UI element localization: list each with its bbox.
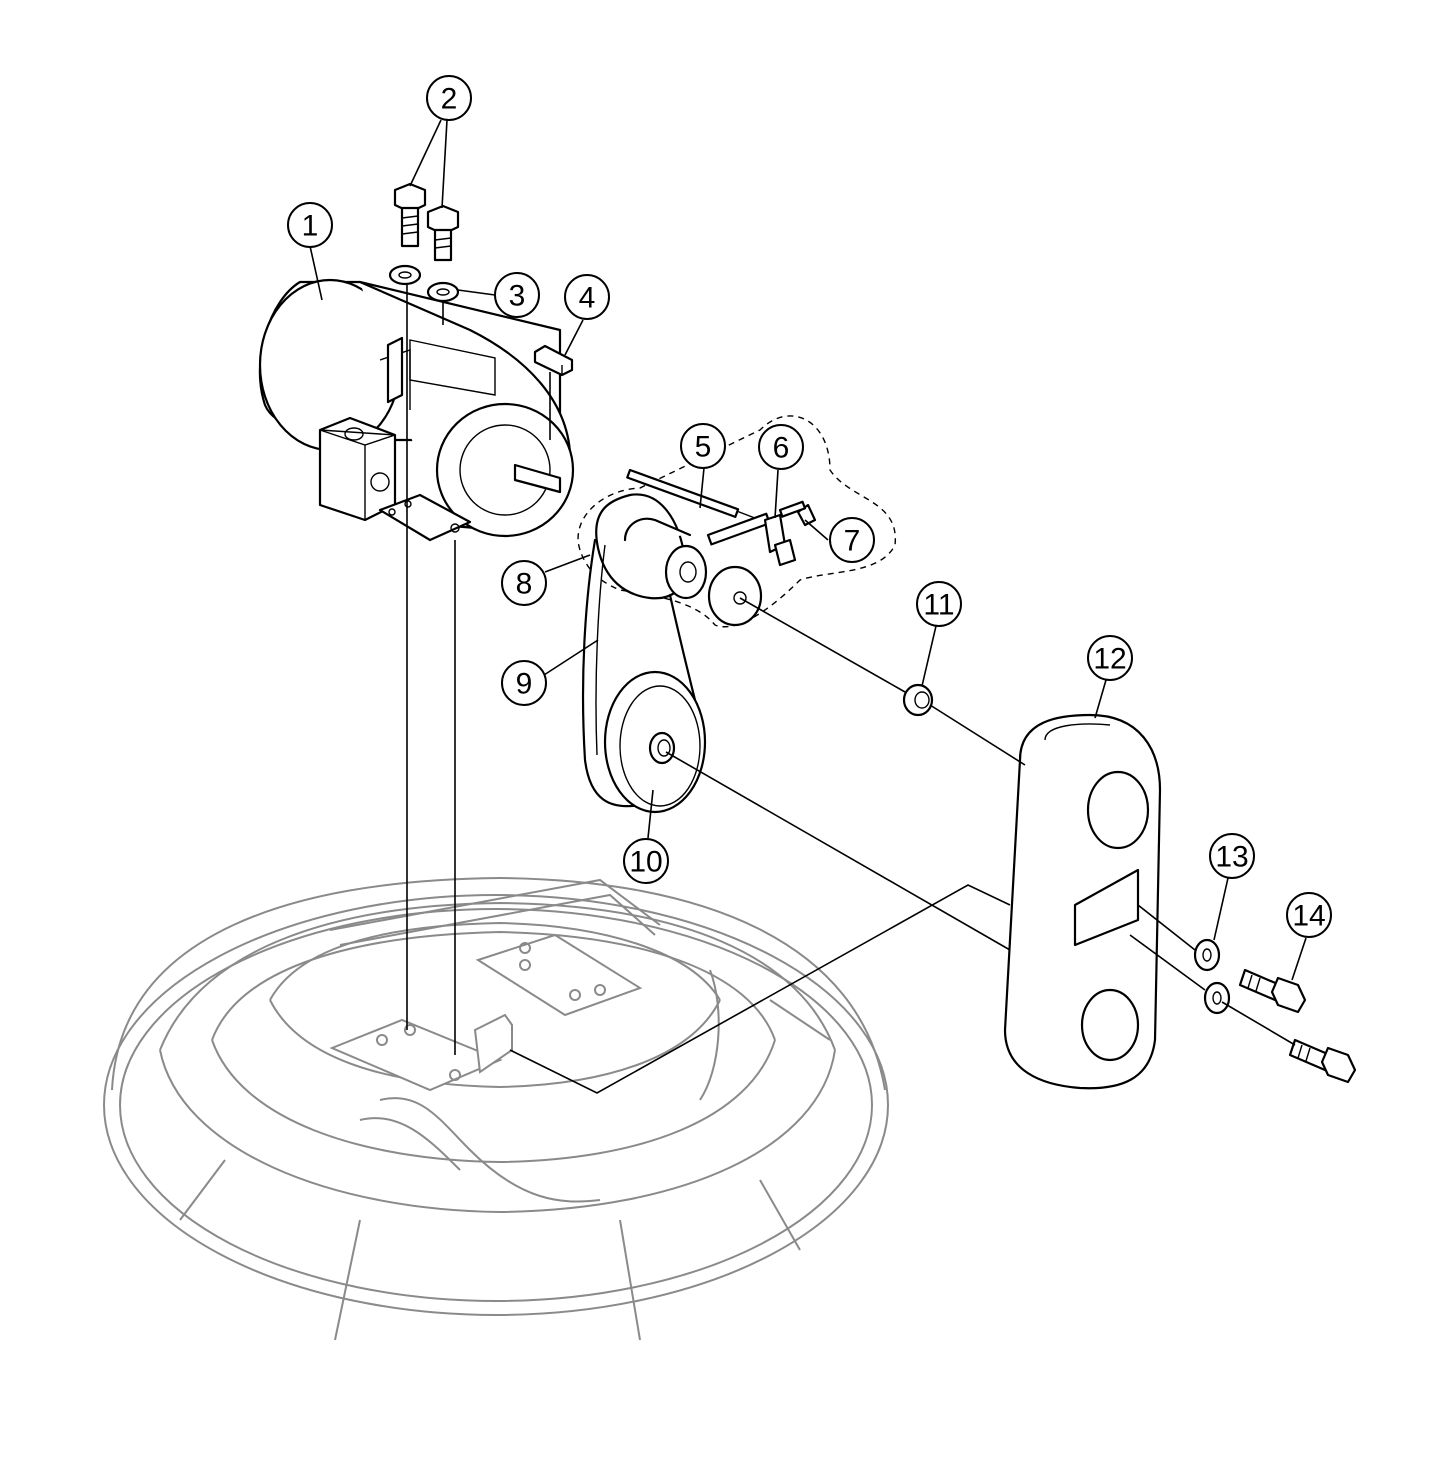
- callout-leaders: [309, 119, 1307, 981]
- callout-8-label: 8: [516, 568, 533, 601]
- callout-11: 11: [916, 581, 962, 627]
- callout-7-label: 7: [844, 525, 861, 558]
- callout-10: 10: [623, 838, 669, 884]
- callout-10-label: 10: [629, 846, 662, 879]
- callout-12-label: 12: [1093, 643, 1126, 676]
- trowel-cage-frame: [103, 876, 889, 1341]
- callout-13: 13: [1209, 833, 1255, 879]
- callout-7: 7: [829, 517, 875, 563]
- callout-4-label: 4: [579, 282, 596, 315]
- drive-pulley: [577, 415, 896, 628]
- link-arm: [1003, 713, 1162, 1090]
- callout-3-label: 3: [509, 280, 526, 313]
- callout-2: 2: [426, 75, 472, 121]
- hex-bolts-14: [1238, 968, 1357, 1084]
- callout-5-label: 5: [695, 431, 712, 464]
- callout-4: 4: [564, 274, 610, 320]
- assembly-guide-lines: [406, 285, 1296, 1094]
- washer-set-3: [388, 264, 460, 303]
- shaft-key: [533, 344, 574, 377]
- callout-2-label: 2: [441, 83, 458, 116]
- callout-11-label: 11: [923, 589, 954, 622]
- callout-8: 8: [501, 560, 547, 606]
- callout-13-label: 13: [1215, 841, 1248, 874]
- callout-1-label: 1: [302, 210, 319, 243]
- callout-12: 12: [1087, 635, 1133, 681]
- bushing: [902, 683, 934, 717]
- callout-14: 14: [1286, 892, 1332, 938]
- callout-9-label: 9: [516, 668, 533, 701]
- callout-14-label: 14: [1292, 900, 1325, 933]
- callout-5: 5: [680, 423, 726, 469]
- callout-9: 9: [501, 660, 547, 706]
- callout-6: 6: [758, 424, 804, 470]
- driven-pulley: [603, 670, 707, 814]
- callout-1: 1: [287, 202, 333, 248]
- callout-6-label: 6: [773, 432, 790, 465]
- callout-3: 3: [494, 272, 540, 318]
- motor: [258, 278, 575, 542]
- knurled-nut: [707, 565, 763, 627]
- lock-washers: [1193, 938, 1231, 1015]
- bolt-set-2: [393, 182, 460, 262]
